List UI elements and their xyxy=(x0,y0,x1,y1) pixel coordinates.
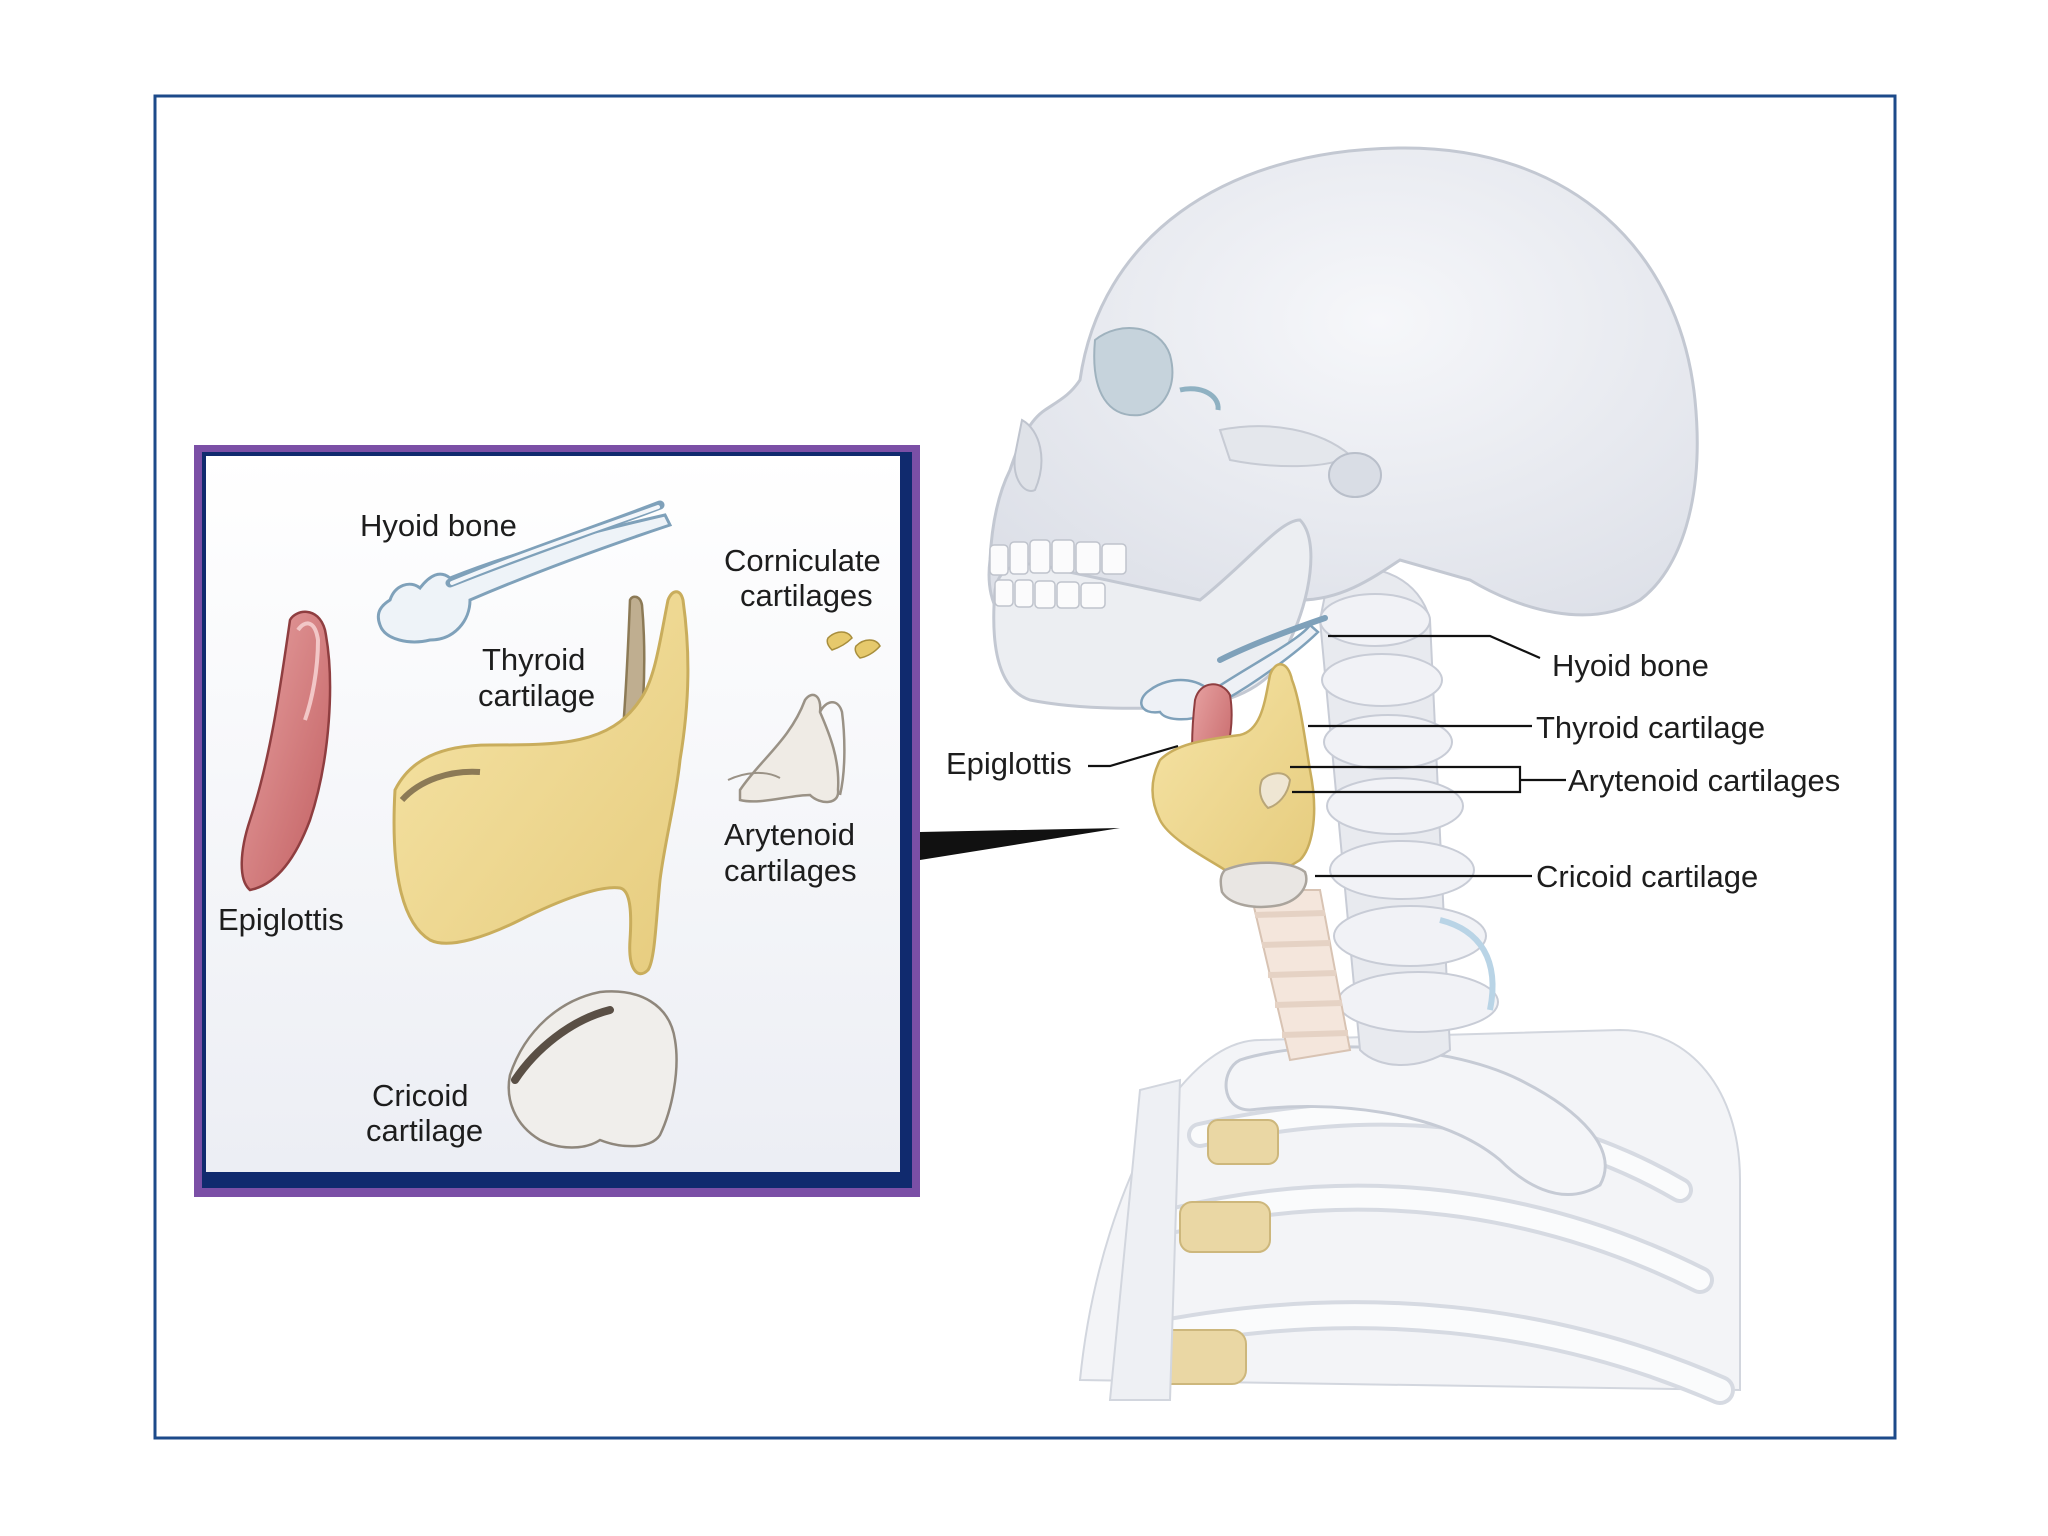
inset-label-corniculate-line1: Corniculate xyxy=(724,543,881,578)
inset-label-corniculate-line2: cartilages xyxy=(740,578,873,613)
leader-epiglottis xyxy=(1088,744,1179,768)
main-labels: Hyoid bone Thyroid cartilage Epiglottis … xyxy=(946,634,1840,894)
inset-label-arytenoid-line1: Arytenoid xyxy=(724,817,855,852)
inset-label-hyoid-bone: Hyoid bone xyxy=(360,508,517,543)
hyoid-bone-icon xyxy=(376,500,673,644)
skeleton-illustration xyxy=(987,146,1741,1405)
arytenoid-cartilage-icon xyxy=(727,693,846,804)
thyroid-cartilage-main xyxy=(1151,663,1316,878)
inset-label-cricoid-line2: cartilage xyxy=(366,1113,483,1148)
cricoid-cartilage-main xyxy=(1219,861,1308,909)
leader-hyoid-bone xyxy=(1328,634,1541,660)
cricoid-cartilage-icon xyxy=(507,990,678,1149)
leader-arytenoid-cartilages xyxy=(1290,765,1566,794)
label-arytenoid-cartilages: Arytenoid cartilages xyxy=(1568,763,1840,798)
costal-cartilage-2 xyxy=(1179,1201,1271,1253)
inset-panel: Hyoid bone Corniculate cartilages Thyroi… xyxy=(194,445,1120,1197)
costal-cartilage-1 xyxy=(1207,1119,1279,1165)
label-cricoid-cartilage: Cricoid cartilage xyxy=(1536,859,1758,894)
corniculate-cartilage-icon xyxy=(826,631,881,659)
inset-label-epiglottis: Epiglottis xyxy=(218,902,344,937)
thyroid-cartilage-icon xyxy=(392,590,690,976)
inset-label-arytenoid-line2: cartilages xyxy=(724,853,857,888)
inset-label-thyroid-line1: Thyroid xyxy=(482,642,585,677)
inset-label-thyroid-line2: cartilage xyxy=(478,678,595,713)
epiglottis-icon xyxy=(240,610,332,892)
inset-pointer xyxy=(920,828,1120,860)
inset-label-cricoid-line1: Cricoid xyxy=(372,1078,468,1113)
skull-icon xyxy=(987,146,1699,710)
arytenoid-main xyxy=(1259,772,1292,810)
trachea-icon xyxy=(1248,889,1352,1062)
label-thyroid-cartilage: Thyroid cartilage xyxy=(1536,710,1765,745)
label-hyoid-bone: Hyoid bone xyxy=(1552,648,1709,683)
label-epiglottis: Epiglottis xyxy=(946,746,1072,781)
